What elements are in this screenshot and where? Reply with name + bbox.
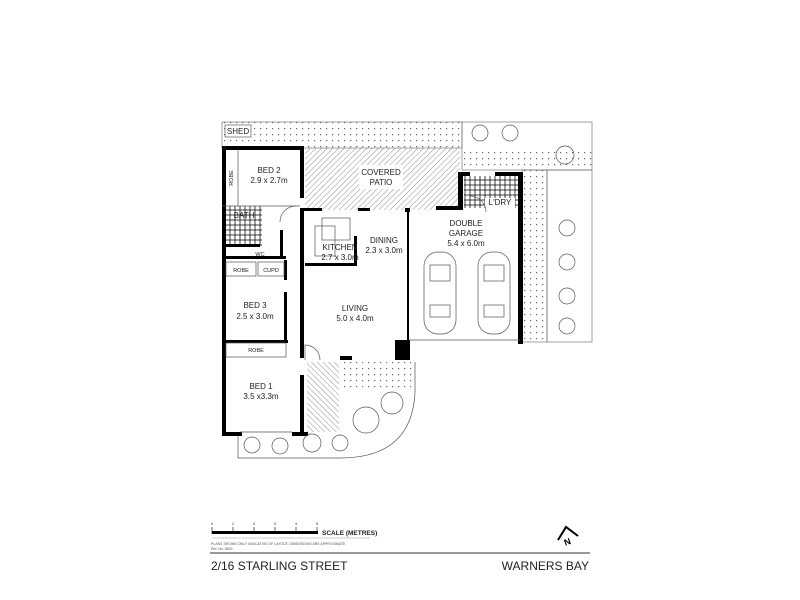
thin-partitions [222,150,520,433]
rear-paving [221,121,463,149]
plant-icon [380,391,404,415]
plant-icon [331,434,349,452]
plant-icon [471,124,489,142]
rear-path [462,148,592,170]
garage-label-2: GARAGE [449,229,483,238]
robe-label: ROBE [248,348,264,354]
side-garden [546,169,593,343]
bed3-label: BED 3 [243,301,267,310]
scale-tick: 3 [274,521,277,526]
kitchen-size: 2.7 x 3.0m [321,253,359,262]
kitchen-label: KITCHEN [322,243,357,252]
car-icon [477,251,511,335]
scale-bar [211,527,370,539]
reference-number: Ref. No: 8502 [211,547,233,551]
patio-label: COVERED [361,168,401,177]
dining-label: DINING [370,236,398,245]
garage-size: 5.4 x 6.0m [447,239,485,248]
north-arrow-icon: N [557,525,579,548]
plant-icon [558,253,576,271]
front-garden [237,362,416,459]
bed2-size: 2.9 x 2.7m [250,176,288,185]
suburb: WARNERS BAY [501,559,589,573]
cupboard-label: CUPD [263,268,279,274]
wc-label: WC [255,252,264,258]
north-label: N [563,536,573,548]
scale-tick: 5 [316,521,319,526]
bed1-size: 3.5 x3.3m [243,392,278,401]
side-path [521,169,548,343]
plant-icon [558,317,576,335]
living-size: 5.0 x 4.0m [336,314,374,323]
robe-label: ROBE [233,268,249,274]
plant-icon [243,436,261,454]
car-icon [423,251,457,335]
entry-porch [307,362,339,432]
living-label: LIVING [342,304,368,313]
scale-tick: 0 [211,521,214,526]
disclaimer: PLANS SHOWN ONLY INDICATIVE OF LAYOUT. D… [211,542,346,546]
bathroom-floor [226,206,262,246]
dining-size: 2.3 x 3.0m [365,246,403,255]
scale-tick: 2 [253,521,256,526]
plant-icon [271,437,289,455]
plant-icon [555,145,575,165]
shed-label: SHED [227,127,249,136]
garage-label: DOUBLE [450,219,483,228]
patio-label-2: PATIO [370,178,393,187]
front-paving [340,362,415,392]
plant-icon [501,124,519,142]
plant-icon [558,287,576,305]
walls [222,146,523,436]
bed2-label: BED 2 [257,166,281,175]
scale-tick: 1 [232,521,235,526]
bed3-size: 2.5 x 3.0m [236,312,274,321]
scale-tick: 4 [295,521,298,526]
bath-label: BATH [234,211,255,220]
shed [224,124,252,138]
plant-icon [352,406,380,434]
address: 2/16 STARLING STREET [211,559,348,573]
robe-label: ROBE [229,170,235,186]
bed1-label: BED 1 [249,382,273,391]
plant-icon [302,433,322,453]
laundry-label: L'DRY [489,198,512,207]
plant-icon [558,219,576,237]
scale-label: SCALE (METRES) [322,530,377,537]
